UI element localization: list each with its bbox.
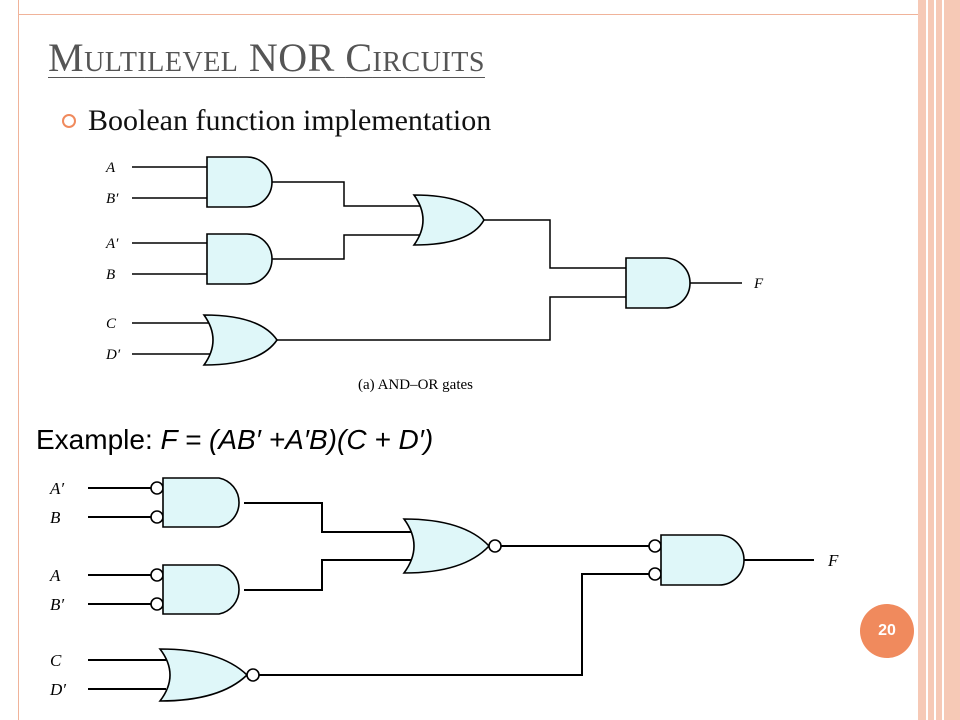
input-label: D′ (105, 347, 121, 363)
inverter-bubble (246, 668, 260, 682)
input-label: A′ (49, 479, 64, 498)
inverter-bubble (150, 568, 164, 582)
nor-gate-final (660, 534, 745, 586)
top-rule-line (18, 14, 918, 15)
inverter-bubble (488, 539, 502, 553)
inverter-bubble (150, 481, 164, 495)
nor-gate-cd (158, 648, 249, 702)
input-label: B′ (106, 191, 119, 207)
inverter-bubble (648, 567, 662, 581)
inverter-bubble (648, 539, 662, 553)
bullet-item: Boolean function implementation (62, 104, 491, 138)
and-or-circuit: A B′ A′ B C D′ F (a) AND–OR gates (105, 156, 764, 393)
input-label: A (49, 566, 61, 585)
slide-title: Multilevel NOR Circuits (48, 35, 485, 80)
bullet-text: Boolean function implementation (88, 104, 492, 137)
input-label: D′ (49, 680, 66, 699)
example-text: Example: F = (AB′ +A′B)(C + D′) (36, 424, 433, 456)
nor-circuit: A′ B A B′ C D′ F (49, 477, 839, 702)
input-label: A (105, 160, 116, 176)
page-number-badge: 20 (860, 604, 914, 658)
output-label: F (827, 551, 839, 570)
left-rule-line (18, 0, 19, 720)
or-gate-cd (202, 314, 278, 366)
nor-gate-1 (162, 477, 240, 528)
example-label: Example: (36, 424, 161, 455)
input-label: C (50, 651, 62, 670)
input-label: B (106, 267, 115, 283)
and-gate-final (625, 257, 691, 309)
diagram-caption: (a) AND–OR gates (358, 377, 473, 393)
input-label: B′ (50, 595, 64, 614)
example-formula: F = (AB′ +A′B)(C + D′) (160, 424, 434, 455)
input-label: C (106, 316, 117, 332)
and-gate-2 (206, 233, 273, 285)
output-label: F (753, 276, 764, 292)
inverter-bubble (150, 510, 164, 524)
right-decorative-border (918, 0, 960, 720)
bullet-circle-icon (62, 114, 76, 128)
input-label: B (50, 508, 61, 527)
nor-gate-middle (402, 518, 491, 574)
inverter-bubble (150, 597, 164, 611)
or-gate-main (412, 194, 485, 246)
nor-gate-2 (162, 564, 240, 615)
input-label: A′ (105, 236, 119, 252)
and-gate-1 (206, 156, 273, 208)
